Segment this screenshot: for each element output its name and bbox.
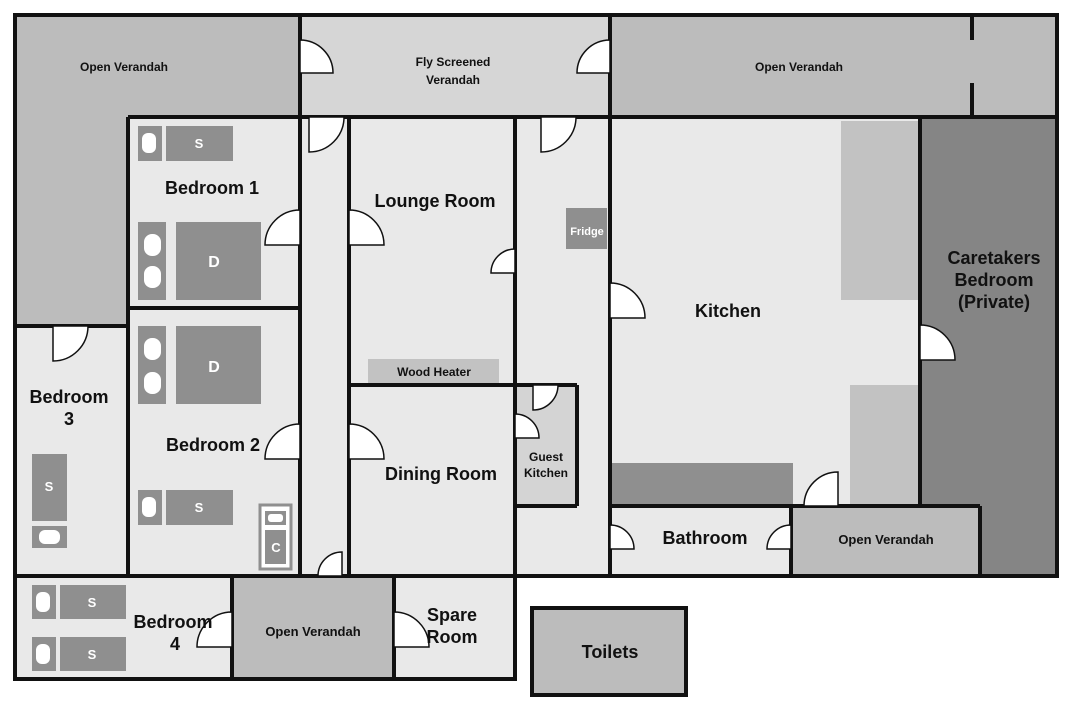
door: [317, 551, 343, 577]
single-bed: S: [32, 637, 126, 671]
bedroom-3-label: Bedroom: [29, 387, 108, 407]
guest-kitchen-label: Kitchen: [524, 466, 568, 480]
kitchen-fixtures: [368, 121, 919, 504]
door: [264, 209, 301, 246]
caretakers-bedroom-label: (Private): [958, 292, 1030, 312]
fly-screened-verandah-label: Verandah: [426, 73, 480, 87]
bed-label: S: [195, 500, 204, 515]
open-verandah-nw-label: Open Verandah: [80, 60, 168, 74]
bed-label: D: [208, 359, 220, 376]
door: [514, 413, 540, 439]
bedroom-2-label: Bedroom 2: [166, 435, 260, 455]
bedroom-4-label: 4: [170, 634, 180, 654]
door: [609, 524, 635, 550]
door: [540, 116, 577, 153]
open-verandah-ne-area: [610, 15, 1057, 117]
bed-label: S: [88, 595, 97, 610]
bedroom-1-label: Bedroom 1: [165, 178, 259, 198]
cot: C: [258, 503, 293, 571]
caretakers-bedroom-label: Bedroom: [954, 270, 1033, 290]
spare-room-label: Room: [427, 627, 478, 647]
fridge: [566, 208, 607, 249]
wood-heater: [368, 359, 499, 383]
open-verandah-s-area: [232, 576, 394, 679]
door: [393, 611, 430, 648]
bed-label: D: [208, 254, 220, 271]
door: [919, 324, 956, 361]
bed-label: C: [271, 540, 281, 555]
guest-kitchen-label: Guest: [529, 450, 563, 464]
dining-room-label: Dining Room: [385, 464, 497, 484]
bed-label: S: [195, 136, 204, 151]
toilets-label: Toilets: [582, 642, 639, 662]
fridge-label: Fridge: [570, 226, 604, 238]
furniture: S D D S C: [32, 126, 293, 671]
bedroom-3-label: 3: [64, 409, 74, 429]
fly-screened-verandah-label: Fly Screened: [416, 55, 491, 69]
door: [52, 325, 89, 362]
single-bed: S: [32, 585, 126, 619]
toilets-wall: [530, 606, 688, 697]
bedroom-4-label: Bedroom: [133, 612, 212, 632]
door: [196, 611, 233, 648]
caretakers-bedroom-label: Caretakers: [947, 248, 1040, 268]
kitchen-bench-upper: [841, 121, 919, 300]
door: [803, 471, 839, 507]
wood-heater-label: Wood Heater: [397, 365, 471, 379]
walls: [13, 13, 1059, 697]
door: [264, 423, 301, 460]
door: [532, 384, 559, 411]
kitchen-label: Kitchen: [695, 301, 761, 321]
bed-label: S: [45, 479, 54, 494]
fly-screened-verandah-area: [300, 15, 610, 117]
door: [576, 39, 611, 74]
open-verandah-nw-area: [15, 15, 300, 326]
double-bed: D: [138, 326, 261, 404]
single-bed: S: [138, 126, 233, 161]
toilets-area: [532, 608, 686, 695]
double-bed: D: [138, 222, 261, 300]
door: [348, 209, 385, 246]
single-bed: S: [138, 490, 233, 525]
lounge-room-label: Lounge Room: [375, 191, 496, 211]
open-verandah-s-label: Open Verandah: [265, 624, 360, 639]
bed-label: S: [88, 647, 97, 662]
single-bed: S: [32, 454, 67, 548]
bathroom-label: Bathroom: [663, 528, 748, 548]
door: [766, 524, 792, 550]
open-verandah-ne-label: Open Verandah: [755, 60, 843, 74]
room-labels: Open Verandah Fly Screened Verandah Open…: [29, 55, 1040, 662]
kitchen-bench-bottom: [612, 463, 793, 504]
open-verandah-se-area: [791, 506, 980, 576]
door: [348, 423, 385, 460]
open-verandah-se-label: Open Verandah: [838, 532, 933, 547]
kitchen-bench-lower: [850, 385, 919, 504]
door: [308, 116, 345, 153]
door: [609, 282, 646, 319]
door: [490, 248, 516, 274]
spare-room-label: Spare: [427, 605, 477, 625]
door: [299, 39, 334, 74]
doors: [52, 39, 956, 648]
